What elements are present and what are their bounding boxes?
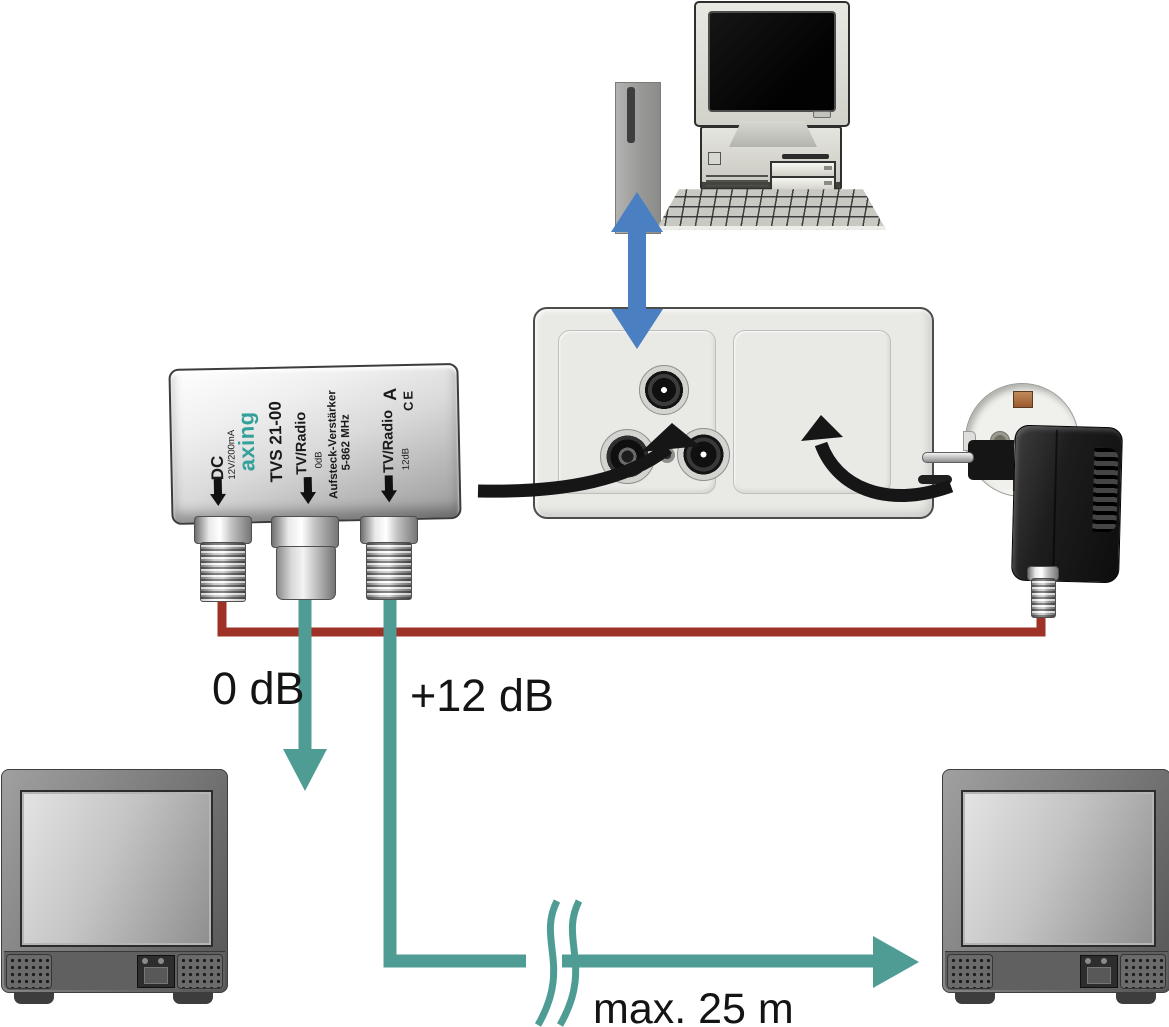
pc-keyboard-base bbox=[656, 226, 886, 230]
outlet-earth-contact-top bbox=[1013, 391, 1033, 408]
amplified-output-line bbox=[383, 598, 874, 968]
amplifier-type-line1: Aufsteck-Verstärker bbox=[326, 390, 341, 500]
adapter-pin-bottom bbox=[918, 475, 952, 484]
pc-keyboard bbox=[656, 189, 886, 230]
tv-screen bbox=[961, 789, 1156, 948]
cert-ce-mark: CE bbox=[400, 388, 416, 412]
tv-speaker-grille bbox=[6, 954, 52, 989]
antenna-port-data bbox=[639, 365, 689, 415]
pc-case-switch bbox=[708, 152, 721, 165]
pc-case-slot bbox=[782, 154, 829, 159]
out-port-arrow-icon bbox=[380, 475, 398, 503]
pc-monitor-screen bbox=[708, 11, 836, 112]
wall-socket bbox=[533, 307, 1083, 519]
tv-front-panel bbox=[4, 951, 225, 990]
tv-right bbox=[942, 769, 1169, 1004]
tv-foot bbox=[955, 992, 995, 1004]
tv-speaker-grille bbox=[947, 954, 993, 989]
power-adapter bbox=[1010, 424, 1124, 584]
pc-tower bbox=[615, 82, 661, 234]
tap-port-arrow-icon bbox=[300, 477, 317, 505]
amplifier-type-line2: 5-862 MHz bbox=[339, 414, 353, 471]
antenna-port-screw-hole bbox=[659, 447, 675, 463]
antenna-socket-panel bbox=[558, 330, 730, 494]
tv-control-panel bbox=[137, 955, 175, 988]
label-tap-gain: 0 dB bbox=[212, 663, 305, 714]
arrow-shaft bbox=[303, 477, 313, 494]
amplifier-tap-gain: 0dB bbox=[313, 451, 325, 469]
cert-a-logo: A bbox=[379, 387, 401, 402]
antenna-port-tv bbox=[677, 428, 730, 481]
amplifier-device: DC 12V/200mA axing TVS 21-00 TV/Radio 0d… bbox=[168, 362, 462, 525]
tap-connector bbox=[276, 546, 336, 600]
tv-front-panel bbox=[945, 951, 1168, 990]
tv-screen bbox=[20, 789, 213, 948]
adapter-ribs bbox=[1092, 447, 1119, 533]
amplifier-brand-logo: axing bbox=[233, 411, 260, 472]
adapter-pin-top bbox=[922, 452, 974, 463]
pc-monitor bbox=[694, 1, 850, 127]
tv-speaker-grille bbox=[177, 954, 223, 989]
label-max-cable-length: max. 25 m bbox=[593, 985, 794, 1027]
tap-output-arrowhead bbox=[283, 749, 327, 791]
pc-monitor-stand bbox=[729, 121, 817, 147]
arrow-head bbox=[210, 493, 227, 507]
amplified-output-arrowhead bbox=[873, 936, 919, 988]
amplifier-tap-label: TV/Radio bbox=[293, 411, 311, 475]
pc-monitor-button bbox=[813, 111, 831, 118]
antenna-port-radio bbox=[600, 429, 655, 484]
tv-foot bbox=[14, 992, 54, 1004]
arrow-head bbox=[300, 491, 317, 505]
amplifier-dc-label: DC bbox=[207, 455, 228, 481]
dc-power-cable bbox=[217, 597, 1046, 637]
tap-connector-nut bbox=[271, 516, 339, 548]
adapter-seam bbox=[1052, 429, 1058, 576]
arrow-shaft bbox=[384, 475, 394, 492]
amplifier-model: TVS 21-00 bbox=[265, 400, 287, 483]
tv-speaker-grille bbox=[1120, 954, 1166, 989]
dc-connector bbox=[200, 542, 246, 602]
label-out-gain: +12 dB bbox=[410, 670, 554, 721]
tv-left bbox=[1, 769, 228, 1004]
amplifier-out-label: TV/Radio bbox=[380, 409, 398, 473]
cable-break-squiggle-left bbox=[534, 899, 561, 1027]
out-connector-nut bbox=[360, 516, 418, 544]
pc-drive-bay-button bbox=[824, 166, 832, 170]
power-socket-panel bbox=[733, 330, 1083, 497]
data-arrow-shaft bbox=[628, 226, 646, 316]
out-connector bbox=[366, 542, 412, 600]
amplifier-out-gain: 12dB bbox=[400, 447, 412, 471]
cable-break-gap bbox=[526, 944, 562, 978]
tv-foot bbox=[1116, 992, 1156, 1004]
dc-connector-nut bbox=[194, 516, 252, 544]
dc-port-arrow-icon bbox=[210, 478, 227, 507]
tv-foot bbox=[173, 992, 213, 1004]
pc-case-vents bbox=[706, 175, 768, 186]
adapter-f-connector bbox=[1031, 578, 1056, 618]
pc-drive-bay-button bbox=[824, 181, 832, 185]
adapter-plug bbox=[968, 440, 1014, 480]
tv-control-panel bbox=[1080, 955, 1118, 988]
arrow-shaft bbox=[213, 478, 223, 496]
pc-tower-slot bbox=[627, 87, 635, 143]
arrow-head bbox=[380, 490, 398, 503]
cable-break-squiggle-right bbox=[556, 899, 583, 1027]
